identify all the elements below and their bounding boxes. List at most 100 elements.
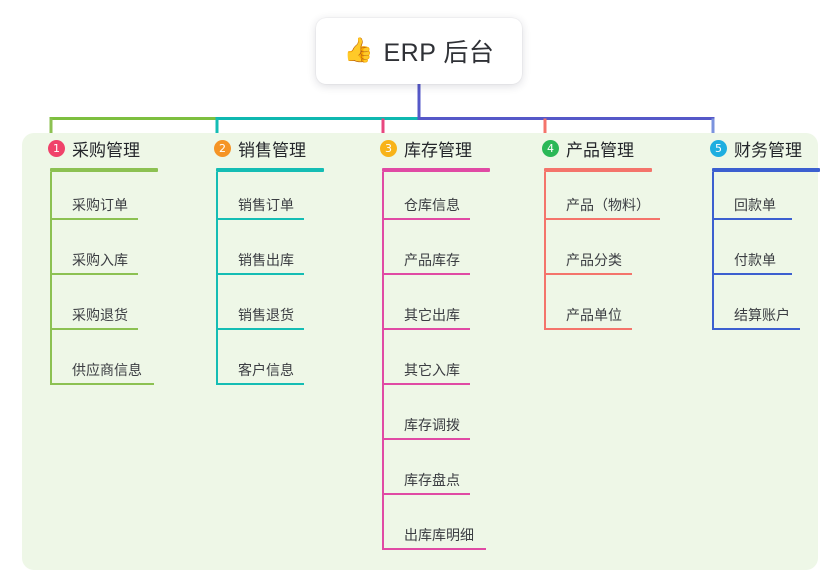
leaf-item[interactable]: 出库库明细 <box>370 502 490 557</box>
column-badge-1: 1 <box>48 139 65 157</box>
column-title-3: 库存管理 <box>404 140 472 160</box>
column-underline-5 <box>712 168 820 172</box>
leaf-item-underline <box>544 273 632 275</box>
column-badge-5: 5 <box>710 139 727 157</box>
leaf-item-label: 销售退货 <box>238 307 294 323</box>
leaf-item-underline <box>382 328 470 330</box>
leaf-item[interactable]: 销售退货 <box>204 282 324 337</box>
column-badge-2: 2 <box>214 139 231 157</box>
column-container: 1 采购管理采购订单采购入库采购退货供应商信息 2 销售管理销售订单销售出库销售退货客… <box>0 133 839 570</box>
leaf-item-underline <box>216 383 304 385</box>
column-title-1: 采购管理 <box>72 140 140 160</box>
column-underline-2 <box>216 168 324 172</box>
leaf-list-5: 回款单付款单结算账户 <box>700 172 820 337</box>
leaf-item[interactable]: 采购订单 <box>38 172 158 227</box>
root-node[interactable]: 👍 ERP 后台 <box>316 18 522 84</box>
leaf-item-label: 采购入库 <box>72 252 128 268</box>
column-header-2[interactable]: 2 销售管理 <box>204 133 324 163</box>
column-rail-2 <box>216 172 218 385</box>
column-header-1[interactable]: 1 采购管理 <box>38 133 158 163</box>
leaf-item-label: 出库库明细 <box>404 527 474 543</box>
column-underline-4 <box>544 168 652 172</box>
leaf-item-label: 销售订单 <box>238 197 294 213</box>
leaf-item-underline <box>216 273 304 275</box>
column-underline-3 <box>382 168 490 172</box>
leaf-item[interactable]: 库存调拨 <box>370 392 490 447</box>
column-4: 4 产品管理产品（物料） 产品分类产品单位 <box>532 133 660 337</box>
leaf-item-underline <box>50 383 154 385</box>
leaf-item-label: 结算账户 <box>734 307 790 323</box>
leaf-item-label: 供应商信息 <box>72 362 142 378</box>
leaf-item[interactable]: 产品库存 <box>370 227 490 282</box>
column-3: 3 库存管理仓库信息产品库存其它出库其它入库库存调拨库存盘点出库库明细 <box>370 133 490 557</box>
column-rail-3 <box>382 172 384 550</box>
column-header-4[interactable]: 4 产品管理 <box>532 133 652 163</box>
leaf-item-label: 回款单 <box>734 197 776 213</box>
column-title-2: 销售管理 <box>238 140 306 160</box>
leaf-item[interactable]: 库存盘点 <box>370 447 490 502</box>
leaf-item[interactable]: 其它入库 <box>370 337 490 392</box>
leaf-list-2: 销售订单销售出库销售退货客户信息 <box>204 172 324 392</box>
leaf-item[interactable]: 回款单 <box>700 172 820 227</box>
diagram-panel <box>22 133 818 570</box>
leaf-list-4: 产品（物料） 产品分类产品单位 <box>532 172 660 337</box>
leaf-item[interactable]: 其它出库 <box>370 282 490 337</box>
leaf-item-underline <box>382 438 470 440</box>
leaf-item-label: 库存盘点 <box>404 472 460 488</box>
leaf-item[interactable]: 付款单 <box>700 227 820 282</box>
leaf-item[interactable]: 产品单位 <box>532 282 652 337</box>
column-header-3[interactable]: 3 库存管理 <box>370 133 490 163</box>
leaf-item[interactable]: 产品分类 <box>532 227 652 282</box>
leaf-item[interactable]: 产品（物料） <box>532 172 660 227</box>
leaf-item-label: 付款单 <box>734 252 776 268</box>
leaf-item-label: 产品（物料） <box>566 197 650 213</box>
leaf-item-underline <box>712 273 792 275</box>
root-node-title: ERP 后台 <box>383 39 495 67</box>
leaf-item[interactable]: 销售订单 <box>204 172 324 227</box>
leaf-item-label: 采购退货 <box>72 307 128 323</box>
leaf-item-underline <box>712 328 800 330</box>
leaf-item-underline <box>216 218 304 220</box>
leaf-item-label: 仓库信息 <box>404 197 460 213</box>
thumbs-up-icon: 👍 <box>343 37 374 64</box>
column-rail-1 <box>50 172 52 385</box>
leaf-item-underline <box>50 328 138 330</box>
leaf-item-underline <box>382 273 470 275</box>
leaf-item-label: 产品分类 <box>566 252 622 268</box>
leaf-item[interactable]: 采购退货 <box>38 282 158 337</box>
leaf-item-label: 其它入库 <box>404 362 460 378</box>
leaf-item-label: 产品单位 <box>566 307 622 323</box>
column-2: 2 销售管理销售订单销售出库销售退货客户信息 <box>204 133 324 392</box>
column-rail-5 <box>712 172 714 330</box>
leaf-item-label: 客户信息 <box>238 362 294 378</box>
column-badge-3: 3 <box>380 139 397 157</box>
leaf-item[interactable]: 供应商信息 <box>38 337 158 392</box>
leaf-item-underline <box>382 383 470 385</box>
leaf-item-underline <box>382 218 470 220</box>
leaf-item[interactable]: 仓库信息 <box>370 172 490 227</box>
leaf-item-underline <box>50 273 138 275</box>
leaf-item[interactable]: 采购入库 <box>38 227 158 282</box>
leaf-item-label: 库存调拨 <box>404 417 460 433</box>
column-1: 1 采购管理采购订单采购入库采购退货供应商信息 <box>38 133 158 392</box>
leaf-item-label: 产品库存 <box>404 252 460 268</box>
leaf-item-underline <box>544 328 632 330</box>
leaf-item-underline <box>382 548 486 550</box>
leaf-item-underline <box>50 218 138 220</box>
column-5: 5 财务管理回款单付款单结算账户 <box>700 133 820 337</box>
column-title-4: 产品管理 <box>566 140 634 160</box>
leaf-item-underline <box>382 493 470 495</box>
leaf-item[interactable]: 结算账户 <box>700 282 820 337</box>
leaf-item-label: 销售出库 <box>238 252 294 268</box>
leaf-list-3: 仓库信息产品库存其它出库其它入库库存调拨库存盘点出库库明细 <box>370 172 490 557</box>
leaf-item-label: 采购订单 <box>72 197 128 213</box>
column-underline-1 <box>50 168 158 172</box>
leaf-item[interactable]: 销售出库 <box>204 227 324 282</box>
leaf-list-1: 采购订单采购入库采购退货供应商信息 <box>38 172 158 392</box>
leaf-item-underline <box>544 218 660 220</box>
column-title-5: 财务管理 <box>734 140 802 160</box>
column-header-5[interactable]: 5 财务管理 <box>700 133 820 163</box>
column-rail-4 <box>544 172 546 330</box>
column-badge-4: 4 <box>542 139 559 157</box>
leaf-item[interactable]: 客户信息 <box>204 337 324 392</box>
